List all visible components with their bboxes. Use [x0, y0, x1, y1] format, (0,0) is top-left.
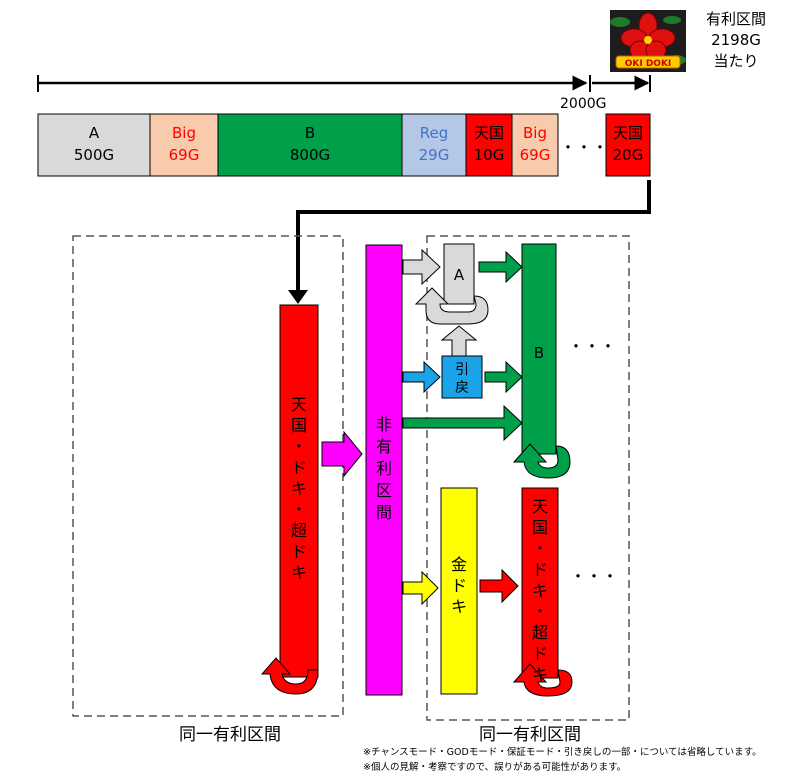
- timeline-segment: 天国 20G: [605, 113, 651, 177]
- timeline-segment-name: Reg: [420, 124, 449, 142]
- arrow-a-to-b: [478, 250, 523, 284]
- left-region-label: 同一有利区間: [179, 725, 281, 745]
- win-text-line2: 2198G: [711, 31, 761, 49]
- arrow-hikimodoshi-to-b: [484, 360, 523, 394]
- mode-b-bar: B: [512, 243, 571, 479]
- non-advantage-bar: 非有利区間: [365, 244, 403, 696]
- left-region-box: [72, 235, 344, 717]
- win-text-line1: 有利区間: [706, 10, 766, 28]
- mode-b-label: B: [534, 344, 544, 362]
- right-region-label: 同一有利区間: [479, 725, 581, 745]
- timeline-segment-name: Big: [172, 124, 196, 142]
- footnote-2: ※個人の見解・考察ですので、誤りがある可能性があります。: [363, 761, 626, 773]
- arrow-to-non-advantage: [321, 430, 363, 478]
- timeline-segment-name: 天国: [613, 124, 643, 142]
- heaven-bar-left: 天国・ドキ・超ドキ: [260, 304, 319, 695]
- timeline-segment-name: 天国: [474, 124, 504, 142]
- arrow-to-hikimodoshi: [402, 360, 441, 394]
- timeline-segment: Big 69G: [149, 113, 219, 177]
- kin-doki-label: 金ドキ: [451, 555, 467, 616]
- timeline-segment-name: A: [89, 124, 100, 142]
- timeline-segment: A 500G: [37, 113, 151, 177]
- arrow-direct-to-b: [402, 404, 523, 442]
- mode-a-bar: A: [414, 243, 489, 325]
- timeline-span-arrow: [37, 75, 651, 92]
- timeline-segment-name: Big: [523, 124, 547, 142]
- timeline-segment-length: 69G: [169, 146, 200, 164]
- heaven-bar-right-label: 天国・ドキ・超ドキ: [532, 497, 548, 684]
- arrow-to-mode-a: [402, 248, 441, 286]
- timeline-bar: A 500G Big 69G B 800G Reg 29G 天国 10G Big 69G 天国 20G: [37, 113, 651, 177]
- arrow-to-kin-doki: [402, 570, 439, 606]
- timeline-segment: Big 69G: [511, 113, 559, 177]
- timeline-segment: Reg 29G: [401, 113, 467, 177]
- non-advantage-label: 非有利区間: [376, 415, 392, 522]
- timeline-segment-length: 10G: [474, 146, 505, 164]
- oki-doki-logo: OKI DOKI: [610, 10, 686, 72]
- timeline-segment: 天国 10G: [465, 113, 513, 177]
- heaven-right-ellipsis: ・・・: [570, 567, 618, 586]
- timeline-segment-length: 69G: [520, 146, 551, 164]
- timeline-segment: B 800G: [217, 113, 403, 177]
- timeline-segment-length: 29G: [419, 146, 450, 164]
- timeline-segment-length: 500G: [74, 146, 114, 164]
- win-text-line3: 当たり: [713, 52, 758, 70]
- heaven-bar-right: 天国・ドキ・超ドキ: [512, 487, 573, 697]
- marker-2000g: 2000G: [560, 96, 606, 112]
- timeline-segment-length: 800G: [290, 146, 330, 164]
- flow-connector: [288, 180, 651, 304]
- mode-a-label: A: [454, 266, 465, 284]
- hikimodoshi-label: 引戻: [455, 362, 469, 396]
- logo-text: OKI DOKI: [625, 59, 672, 69]
- right-region-box: [426, 235, 630, 721]
- heaven-bar-left-label: 天国・ドキ・超ドキ: [291, 395, 307, 582]
- arrow-up-to-a: [440, 325, 478, 357]
- hikimodoshi-box: 引戻: [441, 355, 483, 399]
- timeline-segment-length: 20G: [613, 146, 644, 164]
- arrow-kin-to-heaven: [479, 568, 519, 604]
- timeline-ellipsis: ・・・: [560, 138, 608, 157]
- footnote-1: ※チャンスモード・GODモード・保証モード・引き戻しの一部・については省略してい…: [363, 746, 762, 758]
- mode-b-ellipsis: ・・・: [568, 337, 616, 356]
- timeline-segment-name: B: [305, 124, 315, 142]
- kin-doki-bar: 金ドキ: [440, 487, 478, 695]
